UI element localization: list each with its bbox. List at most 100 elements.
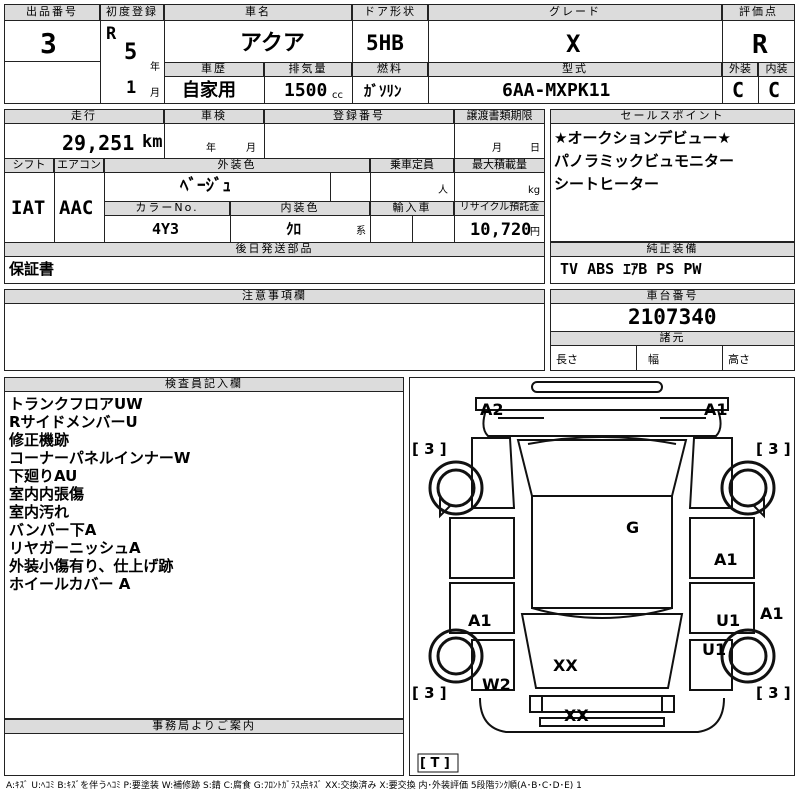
import-header: 輸入車 xyxy=(370,201,454,216)
color-no: 4Y3 xyxy=(152,220,180,238)
inspector-lines: トランクフロアUW RサイドメンバーU 修正機跡 コーナーパネルインナーW 下廻… xyxy=(9,395,399,593)
history-header: 車歴 xyxy=(164,62,264,77)
sales-line: ★オークションデビュー★ xyxy=(554,129,731,147)
door-header: ドア形状 xyxy=(352,4,428,21)
grade: X xyxy=(566,30,581,58)
office-header: 事務局よりご案内 xyxy=(4,719,404,734)
mark-front-right-corner: A1 xyxy=(704,400,728,419)
lot-no: 3 xyxy=(40,27,57,60)
damage-diagram: A2 A1 G A1 A1 U1 A1 U1 XX W2 XX [ 3 ] [ … xyxy=(409,377,795,776)
chassis-number: 2107340 xyxy=(628,305,717,329)
mark-rear-glass: XX xyxy=(553,656,578,675)
sales-header: セールスポイント xyxy=(550,109,795,124)
first-reg-year: 5 xyxy=(124,40,138,65)
first-reg-month: 1 xyxy=(126,78,137,98)
mark-right-front-door: A1 xyxy=(714,550,738,569)
ext-color-header: 外装色 xyxy=(104,158,370,173)
displacement-header: 排気量 xyxy=(264,62,352,77)
capacity-unit: 人 xyxy=(438,185,448,196)
inspector-line: トランクフロアUW xyxy=(9,395,143,413)
grade-header: グレード xyxy=(428,4,722,21)
ext-color: ﾍﾞｰｼﾞｭ xyxy=(180,176,231,196)
inspector-line: リヤガーニッシュA xyxy=(9,539,141,557)
score-header: 評価点 xyxy=(722,4,795,21)
mark-right-rear-door: U1 xyxy=(716,611,741,630)
inspector-line: コーナーパネルインナーW xyxy=(9,449,191,467)
interior-grade: C xyxy=(768,78,781,102)
specs-header: 諸元 xyxy=(550,331,795,346)
inspector-line: 室内内張傷 xyxy=(9,485,85,503)
inspector-header: 検査員記入欄 xyxy=(4,377,404,392)
int-color-header: 内装色 xyxy=(230,201,370,216)
spec-width: 幅 xyxy=(648,353,659,366)
later-parts: 保証書 xyxy=(9,260,55,278)
transfer-month-unit: 月 xyxy=(492,143,502,154)
recycle-fee: 10,720 xyxy=(470,220,532,240)
mark-rear-bumper: XX xyxy=(564,706,589,725)
sales-line: シートヒーター xyxy=(554,175,660,193)
recycle-header: リサイクル預託金 xyxy=(454,201,545,216)
spec-height: 高さ xyxy=(728,353,750,366)
car-name-header: 車名 xyxy=(164,4,352,21)
reg-no-header: 登録番号 xyxy=(264,109,454,124)
mark-front-left-corner: A2 xyxy=(480,400,504,419)
mark-left-quarter: W2 xyxy=(482,675,511,694)
shift-header: シフト xyxy=(4,158,54,173)
model-header: 型式 xyxy=(428,62,722,77)
first-reg-header: 初度登録 xyxy=(100,4,164,21)
tire-front-left: [ 3 ] xyxy=(412,440,447,458)
inspector-line: ホイールカバー A xyxy=(9,575,131,593)
exterior-header: 外装 xyxy=(722,62,758,77)
inspector-line: 外装小傷有り、仕上げ跡 xyxy=(9,557,174,575)
mileage: 29,251 xyxy=(62,131,135,155)
month-unit: 月 xyxy=(150,88,160,99)
spare-tire: [ T ] xyxy=(420,756,450,771)
model-code: 6AA-MXPK11 xyxy=(502,80,611,101)
inspector-line: 室内汚れ xyxy=(9,503,70,521)
displacement: 1500 xyxy=(284,80,328,101)
later-parts-header: 後日発送部品 xyxy=(4,242,545,257)
spec-length: 長さ xyxy=(556,353,578,366)
shift: IAT xyxy=(11,197,46,219)
ac: AAC xyxy=(59,197,94,219)
interior-header: 内装 xyxy=(758,62,795,77)
year-unit: 年 xyxy=(150,62,160,73)
equipment: TV ABS ｴｱB PS PW xyxy=(560,260,702,278)
car-name: アクア xyxy=(240,31,305,56)
tire-rear-right: [ 3 ] xyxy=(756,684,791,702)
score: R xyxy=(752,30,768,60)
inspection-header: 車検 xyxy=(164,109,264,124)
era: R xyxy=(106,24,117,44)
inspection-month-unit: 月 xyxy=(246,143,256,154)
tire-rear-left: [ 3 ] xyxy=(412,684,447,702)
tire-front-right: [ 3 ] xyxy=(756,440,791,458)
color-no-header: カラーNo. xyxy=(104,201,230,216)
mark-left-rear-door: A1 xyxy=(468,611,492,630)
inspection-year-unit: 年 xyxy=(206,143,216,154)
mileage-header: 走行 xyxy=(4,109,164,124)
mark-right-rear-wheel: A1 xyxy=(760,604,784,623)
transfer-header: 譲渡書類期限 xyxy=(454,109,545,124)
notes-header: 注意事項欄 xyxy=(4,289,545,304)
int-color: ｸﾛ xyxy=(286,220,302,238)
mark-right-quarter: U1 xyxy=(702,640,727,659)
capacity-header: 乗車定員 xyxy=(370,158,454,173)
fuel: ｶﾞｿﾘﾝ xyxy=(364,82,402,100)
car-outline-diagram xyxy=(417,381,776,773)
max-load-header: 最大積載量 xyxy=(454,158,545,173)
inspector-line: 修正機跡 xyxy=(9,431,70,449)
exterior-grade: C xyxy=(732,78,745,102)
door-type: 5HB xyxy=(366,31,404,55)
history: 自家用 xyxy=(182,80,236,101)
sales-line: パノラミックビュモニター xyxy=(554,152,735,170)
inspector-line: バンパー下A xyxy=(9,521,97,539)
inspector-line: 下廻りAU xyxy=(9,467,78,485)
transfer-day-unit: 日 xyxy=(530,143,540,154)
int-color-unit: 系 xyxy=(356,226,366,237)
equipment-header: 純正装備 xyxy=(550,242,795,257)
fuel-header: 燃料 xyxy=(352,62,428,77)
displacement-unit: cc xyxy=(332,90,343,101)
mark-windshield: G xyxy=(626,518,640,537)
lot-no-header: 出品番号 xyxy=(4,4,100,21)
mileage-unit: km xyxy=(142,132,163,152)
